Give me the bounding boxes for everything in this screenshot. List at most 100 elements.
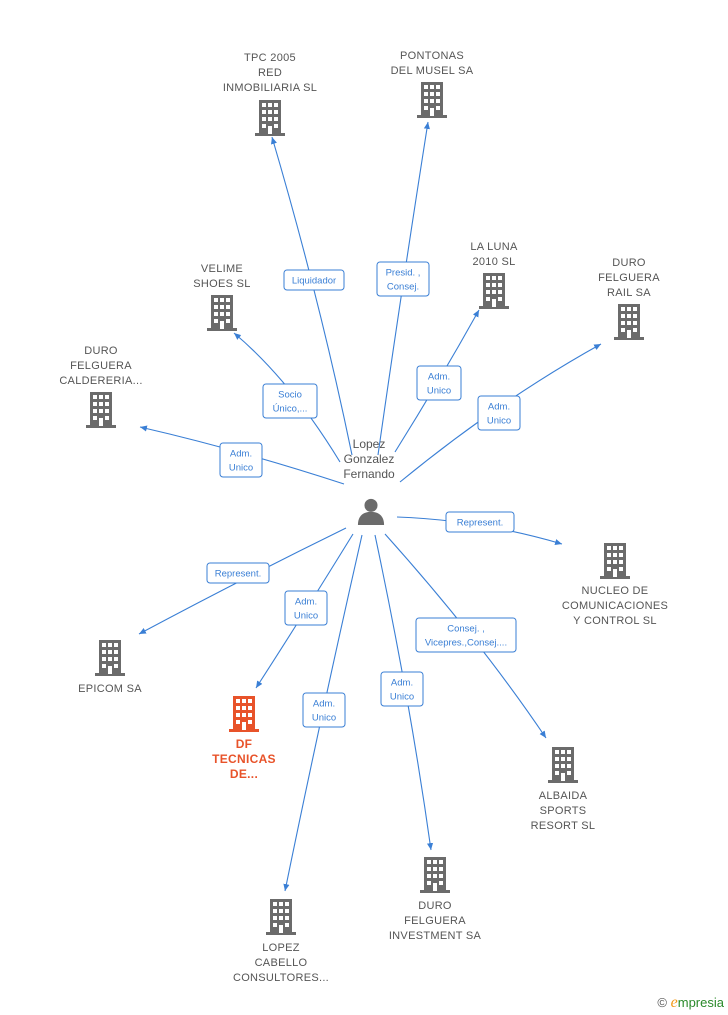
edge-label-box[interactable]: Adm.Unico <box>477 395 521 431</box>
building-icon <box>420 857 450 893</box>
company-name-line: CABELLO <box>255 957 308 969</box>
building-icon <box>417 82 447 118</box>
company-node-epicom[interactable]: EPICOM SA <box>78 640 142 695</box>
company-name-line: FELGUERA <box>404 915 466 927</box>
edge-label-frame <box>219 442 263 478</box>
edge-rail[interactable]: Adm. Unico <box>399 343 602 483</box>
company-name-line: DE... <box>230 767 258 781</box>
company-node-df[interactable]: DFTECNICASDE... <box>212 696 276 781</box>
company-name-line: CONSULTORES... <box>233 972 329 984</box>
brand-initial: e <box>670 994 678 1011</box>
building-icon <box>266 899 296 935</box>
company-name-line: TECNICAS <box>212 752 276 766</box>
company-name-line: SHOES SL <box>193 278 250 290</box>
edge-label-frame <box>283 269 345 291</box>
edge-label-text: Único,... <box>273 404 308 415</box>
edge-label-text: Vicepres.,Consej.... <box>425 638 507 649</box>
building-icon <box>255 100 285 136</box>
edge-label-text: Represent. <box>215 569 261 580</box>
company-name-line: INMOBILIARIA SL <box>223 82 317 94</box>
edge-calderia[interactable]: Adm.Unico <box>139 425 345 485</box>
edge-investment[interactable]: Adm. Unico <box>374 534 434 851</box>
edge-label-frame <box>477 395 521 431</box>
edge-label-box[interactable]: Adm. Unico <box>380 671 424 707</box>
person-name-line: Fernando <box>343 467 395 481</box>
edge-label-box[interactable]: Represent. <box>206 562 270 584</box>
company-node-lopezcab[interactable]: LOPEZCABELLOCONSULTORES... <box>233 899 329 984</box>
building-icon <box>600 543 630 579</box>
edge-label-box[interactable]: Adm.Unico <box>302 692 346 728</box>
edge-label-text: Adm. <box>295 597 317 608</box>
building-icon <box>95 640 125 676</box>
edge-label-text: Adm. <box>391 678 413 689</box>
edge-laluna[interactable]: Adm. Unico <box>394 309 480 453</box>
company-node-nucleo[interactable]: NUCLEO DE COMUNICACIONES Y CONTROL SL <box>562 543 668 627</box>
company-name-line: RAIL SA <box>607 287 651 299</box>
edge-velime[interactable]: SocioÚnico,... <box>233 332 341 463</box>
company-node-laluna[interactable]: LA LUNA 2010 SL <box>470 241 518 309</box>
company-name-line: NUCLEO DE <box>582 585 649 597</box>
edge-label-text: Socio <box>278 390 302 401</box>
edge-label-text: Unico <box>427 386 451 397</box>
company-node-velime[interactable]: VELIME SHOES SL <box>193 263 250 331</box>
company-name-line: LA LUNA <box>470 241 518 253</box>
person-icon <box>357 498 385 525</box>
edge-label-box[interactable]: Adm. Unico <box>284 590 328 626</box>
company-name-line: EPICOM SA <box>78 683 142 695</box>
company-name-line: DEL MUSEL SA <box>391 65 474 77</box>
edge-label-text: Adm. <box>428 372 450 383</box>
edge-label-text: Unico <box>294 611 318 622</box>
person-name-line: Gonzalez <box>344 452 395 466</box>
company-name-line: DURO <box>612 257 646 269</box>
edge-line <box>271 136 353 456</box>
copyright-symbol: © <box>657 995 668 1010</box>
edge-label-box[interactable]: Represent. <box>445 511 515 533</box>
company-node-pontonas[interactable]: PONTONAS DEL MUSEL SA <box>391 50 474 118</box>
edge-albaida[interactable]: Consej. ,Vicepres.,Consej.... <box>384 533 547 739</box>
edge-df[interactable]: Adm. Unico <box>255 533 354 689</box>
edge-label-frame <box>415 617 517 653</box>
edge-epicom[interactable]: Represent. <box>138 527 347 635</box>
edge-lopezcab[interactable]: Adm. Unico <box>283 534 363 892</box>
edge-label-box[interactable]: Consej. ,Vicepres.,Consej.... <box>415 617 517 653</box>
company-name-line: RESORT SL <box>531 820 596 832</box>
company-name-line: COMUNICACIONES <box>562 600 668 612</box>
company-node-calderia[interactable]: DURO FELGUERA CALDERERIA... <box>59 345 142 428</box>
company-name-line: DURO <box>418 900 452 912</box>
company-name-line: 2010 SL <box>472 256 515 268</box>
brand-name: mpresia <box>677 995 724 1010</box>
edge-label-box[interactable]: Liquidador <box>283 269 345 291</box>
edge-label-box[interactable]: Presid. ,Consej. <box>376 261 430 297</box>
edge-tpc[interactable]: Liquidador <box>271 136 353 456</box>
edge-label-frame <box>302 692 346 728</box>
company-name-line: RED <box>258 67 282 79</box>
company-node-investment[interactable]: DURO FELGUERA INVESTMENT SA <box>389 857 482 942</box>
company-name-line: Y CONTROL SL <box>573 615 657 627</box>
edge-label-box[interactable]: SocioÚnico,... <box>262 383 318 419</box>
building-icon <box>548 747 578 783</box>
edge-label-frame <box>416 365 462 401</box>
company-name-line: FELGUERA <box>70 360 132 372</box>
building-icon <box>86 392 116 428</box>
edge-label-box[interactable]: Adm. Unico <box>416 365 462 401</box>
company-name-line: CALDERERIA... <box>59 375 142 387</box>
edge-label-text: Unico <box>229 463 253 474</box>
company-name-line: DURO <box>84 345 118 357</box>
company-name-line: VELIME <box>201 263 243 275</box>
company-name-line: PONTONAS <box>400 50 464 62</box>
edge-pontonas[interactable]: Presid. ,Consej. <box>376 121 430 456</box>
edge-label-text: Unico <box>390 692 414 703</box>
building-icon <box>614 304 644 340</box>
edge-nucleo[interactable]: Represent. <box>396 511 563 546</box>
company-name-line: INVESTMENT SA <box>389 930 482 942</box>
empresia-brand[interactable]: © empresia <box>657 994 724 1012</box>
edge-label-text: Adm. <box>313 699 335 710</box>
company-name-line: TPC 2005 <box>244 52 296 64</box>
edge-label-box[interactable]: Adm.Unico <box>219 442 263 478</box>
